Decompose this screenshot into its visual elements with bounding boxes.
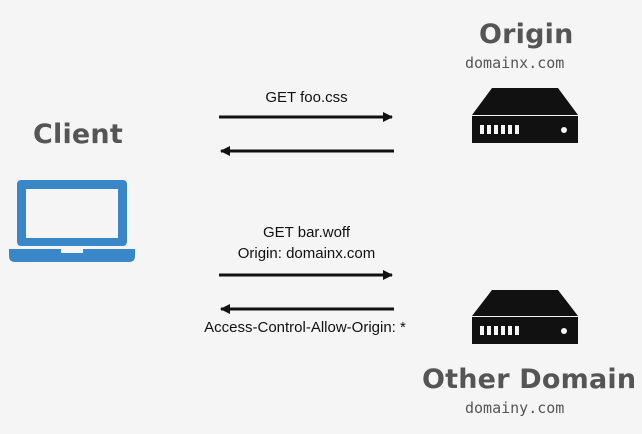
origin-label: Origin [479,19,574,50]
laptop-icon [9,180,135,262]
other-domain-server-icon [472,290,578,344]
request-foo-label: GET foo.css [265,89,348,106]
other-domain-label: Other Domain [422,364,637,395]
client-label: Client [33,119,123,150]
origin-server-icon [472,88,578,143]
request-bar-line2: Origin: domainx.com [237,245,376,262]
request-bar-line1: GET bar.woff [263,224,350,241]
origin-domain: domainx.com [465,54,565,72]
other-domain-domain: domainy.com [465,399,565,417]
response-bar-label: Access-Control-Allow-Origin: * [204,319,406,336]
